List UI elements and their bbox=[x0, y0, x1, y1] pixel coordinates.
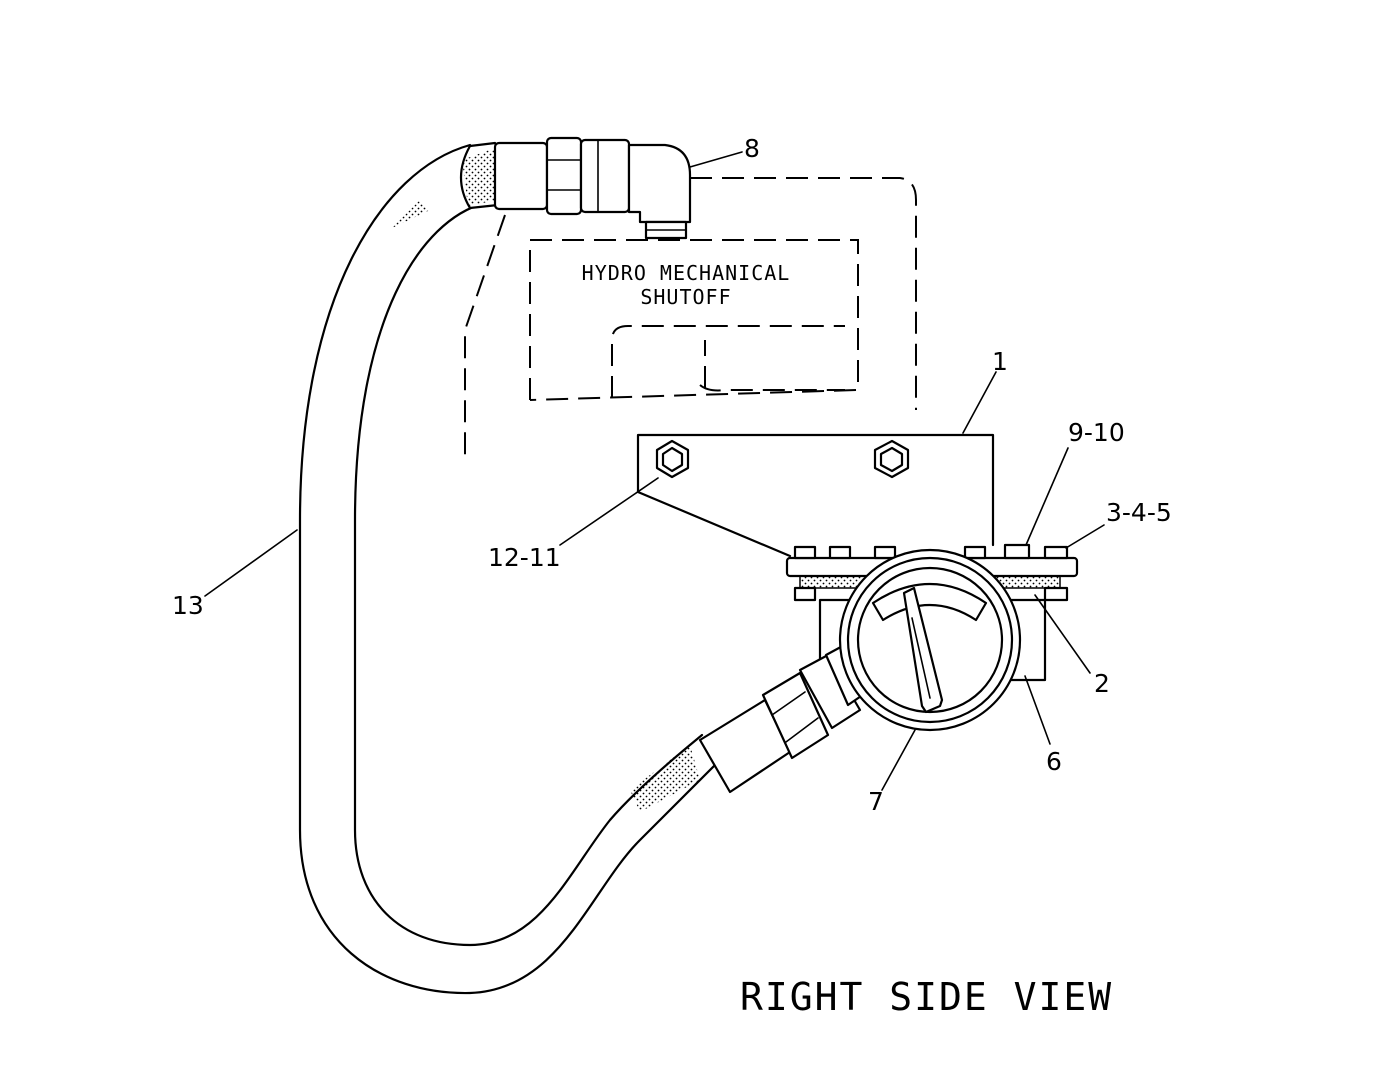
callout-6: 6 bbox=[1046, 747, 1062, 776]
leader-13 bbox=[204, 529, 298, 597]
gauge-needle bbox=[902, 586, 944, 714]
leader-1 bbox=[962, 371, 997, 434]
hose-13 bbox=[298, 143, 722, 995]
leader-8 bbox=[689, 151, 743, 168]
callout-1: 1 bbox=[992, 347, 1008, 376]
upper-fitting-assembly bbox=[460, 136, 692, 240]
leader-3-4-5 bbox=[1065, 524, 1105, 549]
callout-7: 7 bbox=[868, 787, 884, 816]
callout-13: 13 bbox=[172, 591, 204, 620]
callout-12-11: 12-11 bbox=[488, 543, 561, 572]
pressure-gauge bbox=[838, 548, 1022, 732]
callout-3-4-5: 3-4-5 bbox=[1106, 498, 1172, 527]
hydro-mechanical-shutoff-outline bbox=[464, 177, 917, 455]
callout-9-10: 9-10 bbox=[1068, 418, 1125, 447]
leader-12-11 bbox=[559, 477, 659, 546]
mounting-bracket bbox=[636, 433, 995, 558]
callout-8: 8 bbox=[744, 134, 760, 163]
callout-2: 2 bbox=[1094, 669, 1110, 698]
box-label-line2: SHUTOFF bbox=[640, 285, 731, 309]
leader-7 bbox=[881, 729, 916, 791]
view-title: RIGHT SIDE VIEW bbox=[740, 975, 1113, 1019]
leader-2 bbox=[1034, 594, 1091, 674]
box-label-line1: HYDRO MECHANICAL bbox=[582, 261, 791, 285]
leader-9-10 bbox=[1025, 447, 1069, 546]
leader-6 bbox=[1024, 675, 1051, 745]
leader-lines bbox=[204, 151, 1105, 791]
